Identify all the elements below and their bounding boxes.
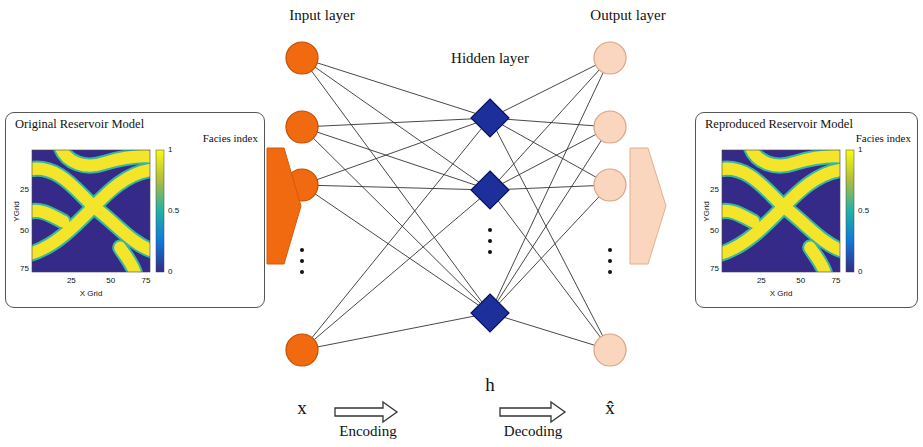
hidden-neuron (471, 294, 509, 332)
weight-line (490, 185, 610, 313)
ellipsis-dot (608, 248, 612, 252)
colorbar-tick: 0 (168, 268, 172, 277)
facies-map (719, 147, 843, 276)
input-neuron (286, 334, 318, 366)
layer-label: Output layer (590, 7, 665, 24)
weight-line (302, 58, 490, 313)
colorbar-tick: 0 (858, 268, 862, 277)
weight-line (490, 58, 610, 313)
weight-line (490, 58, 610, 190)
weight-line (490, 58, 610, 118)
colorbar-tick: 0.5 (168, 207, 179, 216)
output-neuron (594, 42, 626, 74)
weight-line (302, 118, 490, 127)
weight-line (302, 185, 490, 190)
weight-line (302, 118, 490, 185)
axis-tick: 50 (710, 227, 719, 236)
weight-line (490, 118, 610, 350)
vector-symbol: h (485, 375, 495, 396)
axis-title: X Grid (80, 290, 103, 299)
ellipsis-dot (300, 270, 304, 274)
layer-label: Input layer (289, 7, 354, 24)
ellipsis-dot (488, 250, 492, 254)
model-panel: Original Reservoir ModelFacies index (5, 112, 265, 308)
panel-title: Original Reservoir Model (15, 117, 144, 132)
colorbar-tick: 1 (168, 146, 172, 155)
axis-tick: 75 (710, 265, 719, 274)
output-neuron (594, 334, 626, 366)
weight-line (302, 127, 490, 313)
axis-tick: 75 (20, 265, 29, 274)
colorbar (156, 150, 164, 272)
decoding-arrow (500, 402, 565, 422)
vector-symbol: x (297, 398, 307, 419)
axis-tick: 25 (20, 186, 29, 195)
ellipsis-dot (300, 259, 304, 263)
model-panel: Reproduced Reservoir ModelFacies index (695, 112, 918, 308)
map-frame (722, 150, 840, 272)
weight-line (302, 185, 490, 313)
output-neuron (594, 169, 626, 201)
weight-line (490, 127, 610, 190)
axis-tick: 50 (106, 277, 115, 286)
input-neuron (286, 42, 318, 74)
colorbar (846, 150, 854, 272)
layer-label: Hidden layer (451, 50, 529, 67)
colorbar-title: Facies index (203, 132, 258, 144)
ellipsis-dot (300, 248, 304, 252)
process-label: Decoding (504, 423, 562, 440)
axis-tick: 50 (20, 227, 29, 236)
weight-line (490, 127, 610, 313)
ellipsis-dot (608, 270, 612, 274)
hidden-neuron (471, 99, 509, 137)
vector-symbol: x̂ (605, 398, 615, 419)
axis-tick: 50 (796, 277, 805, 286)
weight-line (302, 58, 490, 118)
axis-tick: 25 (710, 186, 719, 195)
output-neuron (594, 111, 626, 143)
ellipsis-dot (608, 259, 612, 263)
process-label: Encoding (339, 423, 397, 440)
encoding-arrow (335, 402, 397, 422)
facies-map (29, 147, 153, 276)
input-neuron (286, 111, 318, 143)
weight-line (302, 313, 490, 350)
axis-title: YGrid (703, 201, 712, 221)
map-frame (32, 150, 150, 272)
weight-line (302, 58, 490, 190)
axis-title: X Grid (770, 290, 793, 299)
weight-line (302, 127, 490, 190)
colorbar-tick: 0.5 (858, 207, 869, 216)
weight-line (490, 190, 610, 350)
ellipsis-dot (488, 239, 492, 243)
ellipsis-dot (488, 228, 492, 232)
weight-line (302, 118, 490, 350)
colorbar-title: Facies index (856, 132, 911, 144)
hidden-neuron (471, 171, 509, 209)
axis-title: YGrid (13, 201, 22, 221)
panel-title: Reproduced Reservoir Model (705, 117, 853, 132)
weight-line (490, 313, 610, 350)
colorbar-tick: 1 (858, 146, 862, 155)
input-arrow (267, 148, 301, 264)
weight-line (302, 190, 490, 350)
weight-line (490, 118, 610, 185)
axis-tick: 75 (832, 277, 841, 286)
axis-tick: 25 (757, 277, 766, 286)
axis-tick: 75 (142, 277, 151, 286)
axis-tick: 25 (67, 277, 76, 286)
output-arrow (630, 148, 666, 264)
